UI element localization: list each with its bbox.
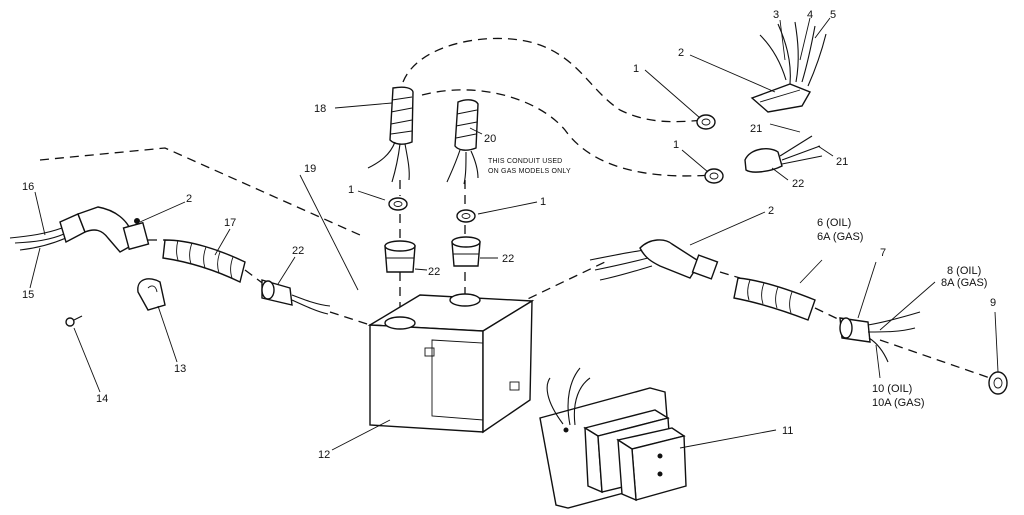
- right-elbow-connector: [589, 239, 719, 281]
- callout-10-oil: 10 (OIL): [872, 383, 912, 395]
- callout-18: 18: [314, 103, 326, 115]
- dashed-wire-routes: [39, 37, 991, 379]
- bushings: [388, 114, 724, 223]
- conduit-note-line1: THIS CONDUIT USED: [488, 158, 562, 165]
- callout-9: 9: [990, 297, 996, 309]
- callout-1-left: 1: [348, 184, 354, 196]
- right-small-connector: [744, 135, 823, 173]
- callout-1-upper-right: 1: [633, 63, 639, 75]
- callout-19: 19: [304, 163, 316, 175]
- transformer: [539, 367, 687, 509]
- callout-22-left: 22: [292, 245, 304, 257]
- callout-6a-gas: 6A (GAS): [817, 231, 863, 243]
- callout-2-left: 2: [186, 193, 192, 205]
- callout-8-oil: 8 (OIL): [947, 265, 981, 277]
- junction-box: [367, 293, 535, 434]
- callout-22-right-vertical: 22: [502, 253, 514, 265]
- callout-20: 20: [484, 133, 496, 145]
- left-elbow-connector: [9, 206, 150, 253]
- callout-2-top-right: 2: [678, 47, 684, 59]
- callout-14: 14: [96, 393, 108, 405]
- callout-17: 17: [224, 217, 236, 229]
- left-flex-conduit: [162, 239, 246, 284]
- callout-15: 15: [22, 289, 34, 301]
- callout-6-oil: 6 (OIL): [817, 217, 851, 229]
- callout-22-right: 22: [792, 178, 804, 190]
- callout-11: 11: [782, 425, 793, 437]
- callout-2-right-elbow: 2: [768, 205, 774, 217]
- conduit-note-line2: ON GAS MODELS ONLY: [488, 168, 571, 175]
- right-conduit-connector: [839, 311, 921, 363]
- right-flex-conduit: [733, 277, 816, 321]
- callout-5: 5: [830, 9, 836, 21]
- vertical-connectors: [384, 236, 481, 273]
- top-right-cable-clamp: [750, 21, 827, 113]
- callout-13: 13: [174, 363, 186, 375]
- callout-12: 12: [318, 449, 330, 461]
- gas-flex-conduit-20: [446, 99, 479, 185]
- callout-22-left-vertical: 22: [428, 266, 440, 278]
- screw: [65, 315, 83, 327]
- callout-21-upper: 21: [750, 123, 762, 135]
- callout-3: 3: [773, 9, 779, 21]
- upper-flex-conduit-18: [367, 86, 414, 183]
- callout-21-lower: 21: [836, 156, 848, 168]
- callout-4: 4: [807, 9, 813, 21]
- callout-8a-gas: 8A (GAS): [941, 277, 987, 289]
- callout-labels: 18 20 THIS CONDUIT USED ON GAS MODELS ON…: [22, 9, 996, 461]
- end-cap: [988, 371, 1008, 395]
- callout-1-lower-right: 1: [673, 139, 679, 151]
- leader-lines: [29, 17, 999, 451]
- callout-16: 16: [22, 181, 34, 193]
- left-conduit-connector: [261, 279, 331, 315]
- callout-7: 7: [880, 247, 886, 259]
- callout-10a-gas: 10A (GAS): [872, 397, 925, 409]
- callout-1-center: 1: [540, 196, 546, 208]
- clamp: [137, 278, 166, 311]
